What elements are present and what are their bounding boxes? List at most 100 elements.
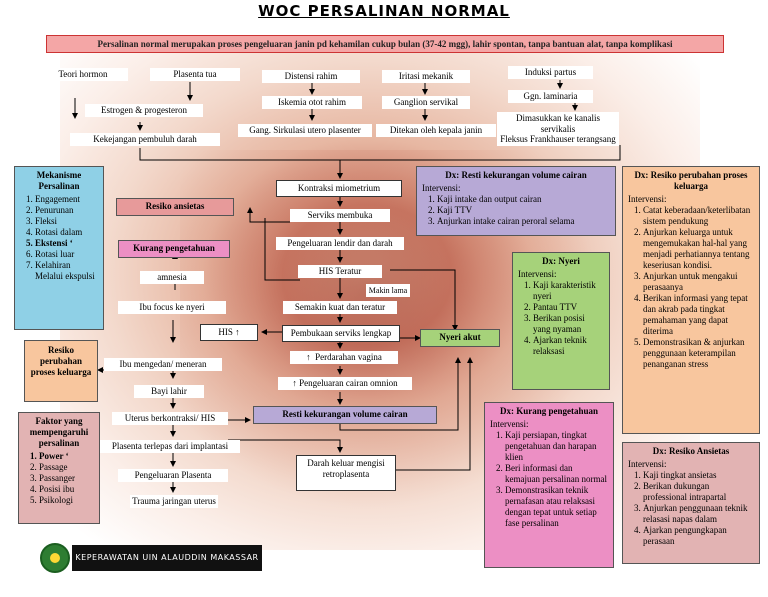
kurang-list: Kaji persiapan, tingkat pengetahuan dan … bbox=[490, 430, 608, 529]
list-item: Engagement bbox=[35, 194, 98, 205]
list-item: Passage bbox=[39, 462, 94, 473]
node-fleksus: Fleksus Frankhauser terangsang bbox=[497, 133, 619, 146]
ansietas-list: Kaji tingkat ansietas Berikan dukungan p… bbox=[628, 470, 754, 547]
node-his: HIS ↑ bbox=[200, 324, 258, 341]
node-pembukaan: Pembukaan serviks lengkap bbox=[282, 325, 400, 342]
panel-title: Dx: Nyeri bbox=[542, 256, 580, 266]
panel-title: Dx: Resiko Ansietas bbox=[652, 446, 730, 456]
list-item: Kaji TTV bbox=[437, 205, 610, 216]
node-plasenta-tua: Plasenta tua bbox=[150, 68, 240, 81]
node-induksi: Induksi partus bbox=[508, 66, 593, 79]
list-item: Anjurkan keluarga untuk mengemukakan hal… bbox=[643, 227, 754, 271]
list-item: Posisi ibu bbox=[39, 484, 94, 495]
list-item: Anjurkan untuk mengakui perasaanya bbox=[643, 271, 754, 293]
nyeri-list: Kaji karakteristik nyeri Pantau TTV Beri… bbox=[518, 280, 604, 357]
node-dimasukkan: Dimasukkan ke kanalis servikalis bbox=[497, 112, 619, 136]
list-item: Demonstrasikan teknik pernafasan atau re… bbox=[505, 485, 608, 529]
node-gang-sirkulasi: Gang. Sirkulasi utero plasenter bbox=[238, 124, 372, 137]
node-cairan-omnion: ↑ Pengeluaran cairan omnion bbox=[278, 377, 412, 390]
node-amnesia: amnesia bbox=[140, 271, 204, 284]
intervensi-label: Intervensi: bbox=[628, 459, 667, 469]
node-plasenta-terlepas: Plasenta terlepas dari implantasi bbox=[100, 440, 240, 453]
node-perdarahan: ↑ Perdarahan vagina bbox=[290, 351, 398, 364]
list-item: Kaji persiapan, tingkat pengetahuan dan … bbox=[505, 430, 608, 463]
cairan-omnion-label: Pengeluaran cairan omnion bbox=[299, 378, 398, 388]
list-item: Kaji tingkat ansietas bbox=[643, 470, 754, 481]
label-nyeri-akut: Nyeri akut bbox=[420, 329, 500, 347]
list-item: Anjurkan intake cairan peroral selama bbox=[437, 216, 610, 227]
node-his-teratur: HIS Teratur bbox=[298, 265, 382, 278]
node-distensi-rahim: Distensi rahim bbox=[262, 70, 360, 83]
resti-list: Kaji intake dan output cairan Kaji TTV A… bbox=[422, 194, 610, 227]
node-pengeluaran-plasenta: Pengeluaran Plasenta bbox=[118, 469, 228, 482]
list-item: Anjurkan penggunaan teknik relasasi napa… bbox=[643, 503, 754, 525]
list-item: Berikan posisi yang nyaman bbox=[533, 313, 604, 335]
panel-title: Faktor yang mempengaruhi persalinan bbox=[29, 416, 89, 448]
panel-title: Dx: Resiko perubahan proses keluarga bbox=[634, 170, 748, 191]
panel-dx-resiko-ansietas: Dx: Resiko Ansietas Intervensi: Kaji tin… bbox=[622, 442, 760, 564]
list-item: Passanger bbox=[39, 473, 94, 484]
node-iskemia: Iskemia otot rahim bbox=[262, 96, 362, 109]
node-trauma: Trauma jaringan uterus bbox=[130, 495, 218, 508]
node-uterus-berkontraksi: Uterus berkontraksi/ HIS bbox=[112, 412, 228, 425]
list-item: Ajarkan pengungkapan perasaan bbox=[643, 525, 754, 547]
list-item: Rotasi dalam bbox=[35, 227, 98, 238]
list-item: Kaji karakteristik nyeri bbox=[533, 280, 604, 302]
node-kekejangan: Kekejangan pembuluh darah bbox=[70, 133, 220, 146]
up-arrow: ↑ bbox=[306, 352, 311, 362]
intro-banner: Persalinan normal merupakan proses penge… bbox=[46, 35, 724, 53]
list-item: Catat keberadaan/keterlibatan sistem pen… bbox=[643, 205, 754, 227]
node-ibu-focus: Ibu focus ke nyeri bbox=[118, 301, 226, 314]
panel-mekanisme-persalinan: Mekanisme Persalinan Engagement Penuruna… bbox=[14, 166, 104, 330]
node-iritasi: Iritasi mekanik bbox=[382, 70, 470, 83]
list-item: Beri informasi dan kemajuan persalinan n… bbox=[505, 463, 608, 485]
perdarahan-label: Perdarahan vagina bbox=[315, 352, 382, 362]
panel-dx-resiko-perubahan: Dx: Resiko perubahan proses keluarga Int… bbox=[622, 166, 760, 434]
node-mengedan: Ibu mengedan/ meneran bbox=[104, 358, 222, 371]
list-item: Kelahiran Melalui ekspulsi bbox=[35, 260, 98, 282]
panel-title: Mekanisme Persalinan bbox=[36, 170, 82, 191]
label-resiko-ansietas: Resiko ansietas bbox=[116, 198, 234, 216]
intervensi-label: Intervensi: bbox=[628, 194, 667, 204]
panel-dx-resti-cairan: Dx: Resti kekurangan volume cairan Inter… bbox=[416, 166, 616, 236]
page-title: WOC PERSALINAN NORMAL bbox=[258, 2, 510, 20]
list-item: Berikan dukungan professional intraparta… bbox=[643, 481, 754, 503]
list-item: Psikologi bbox=[39, 495, 94, 506]
list-item: Berikan informasi yang tepat dan akrab p… bbox=[643, 293, 754, 337]
resiko-perubahan-list: Catat keberadaan/keterlibatan sistem pen… bbox=[628, 205, 754, 370]
list-item: Fleksi bbox=[35, 216, 98, 227]
list-item: Demonstrasikan & anjurkan penggunaan ket… bbox=[643, 337, 754, 370]
panel-title: Dx: Kurang pengetahuan bbox=[499, 406, 598, 416]
list-item: Penurunan bbox=[35, 205, 98, 216]
node-lendir: Pengeluaran lendir dan darah bbox=[276, 237, 404, 250]
label-kurang-pengetahuan: Kurang pengetahuan bbox=[118, 240, 230, 258]
his-label: HIS bbox=[218, 327, 233, 337]
node-kontraksi: Kontraksi miometrium bbox=[276, 180, 402, 197]
list-item: Power ‘ bbox=[39, 451, 94, 462]
list-item: Ajarkan teknik relaksasi bbox=[533, 335, 604, 357]
mekanisme-list: Engagement Penurunan Fleksi Rotasi dalam… bbox=[20, 194, 98, 282]
node-ganglion: Ganglion servikal bbox=[382, 96, 470, 109]
university-logo-icon bbox=[40, 543, 70, 573]
up-arrow: ↑ bbox=[292, 378, 297, 388]
node-teori-hormon: Teori hormon bbox=[38, 68, 128, 81]
panel-dx-nyeri: Dx: Nyeri Intervensi: Kaji karakteristik… bbox=[512, 252, 610, 390]
panel-title: Dx: Resti kekurangan volume cairan bbox=[445, 170, 587, 180]
faktor-list: Power ‘ Passage Passanger Posisi ibu Psi… bbox=[24, 451, 94, 506]
node-darah-keluar: Darah keluar mengisi retroplasenta bbox=[296, 455, 396, 491]
node-makin-lama: Makin lama bbox=[366, 284, 410, 297]
list-item: Rotasi luar bbox=[35, 249, 98, 260]
label-resti-cairan: Resti kekurangan volume cairan bbox=[253, 406, 437, 424]
footer-banner: KEPERAWATAN UIN ALAUDDIN MAKASSAR 2015 bbox=[72, 545, 262, 588]
node-serviks: Serviks membuka bbox=[290, 209, 390, 222]
node-semakin-kuat: Semakin kuat dan teratur bbox=[283, 301, 397, 314]
intervensi-label: Intervensi: bbox=[490, 419, 529, 429]
node-estrogen: Estrogen & progesteron bbox=[85, 104, 203, 117]
list-item: Pantau TTV bbox=[533, 302, 604, 313]
node-ggn: Ggn. laminaria bbox=[508, 90, 593, 103]
panel-dx-kurang-pengetahuan: Dx: Kurang pengetahuan Intervensi: Kaji … bbox=[484, 402, 614, 568]
node-ditekan: Ditekan oleh kepala janin bbox=[376, 124, 496, 137]
up-arrow: ↑ bbox=[235, 327, 240, 337]
panel-resiko-perubahan-keluarga: Resiko perubahan proses keluarga bbox=[24, 340, 98, 402]
node-bayi-lahir: Bayi lahir bbox=[134, 385, 204, 398]
